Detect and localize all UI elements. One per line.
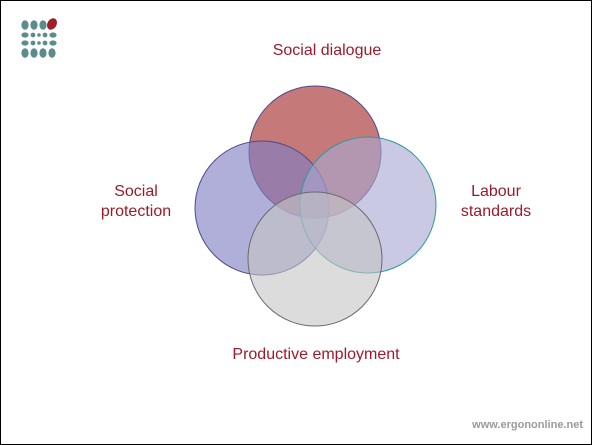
label-social-protection: Social protection bbox=[81, 182, 191, 222]
label-social-protection-line1: Social bbox=[114, 183, 158, 200]
label-labour-standards: Labour standards bbox=[441, 182, 551, 222]
circle-productive-employment bbox=[247, 191, 383, 327]
logo-dot bbox=[30, 32, 36, 38]
label-social-dialogue: Social dialogue bbox=[272, 42, 382, 59]
logo-dot bbox=[21, 20, 29, 30]
logo-dot bbox=[30, 48, 38, 58]
label-labour-standards-line2: standards bbox=[460, 203, 532, 220]
logo-dot bbox=[49, 32, 57, 38]
label-productive-employment: Productive employment bbox=[232, 346, 400, 363]
footer-url[interactable]: www.ergononline.net bbox=[472, 419, 583, 431]
label-labour-standards-line1: Labour bbox=[471, 183, 521, 200]
logo-dot bbox=[39, 20, 47, 30]
logo-dot bbox=[30, 40, 36, 46]
logo-dot bbox=[37, 41, 41, 45]
ergon-logo bbox=[21, 18, 57, 58]
logo-leaf bbox=[47, 18, 57, 30]
logo-dot bbox=[21, 32, 29, 38]
logo-dot bbox=[42, 32, 48, 38]
logo-dot bbox=[21, 40, 29, 46]
logo-dot bbox=[48, 48, 56, 58]
logo-dot bbox=[39, 48, 47, 58]
logo-dot bbox=[42, 40, 48, 46]
logo-dot bbox=[37, 33, 41, 37]
logo-dot bbox=[30, 20, 38, 30]
logo-dot bbox=[21, 48, 29, 58]
logo-dot bbox=[49, 40, 57, 46]
label-social-protection-line2: protection bbox=[100, 203, 172, 220]
